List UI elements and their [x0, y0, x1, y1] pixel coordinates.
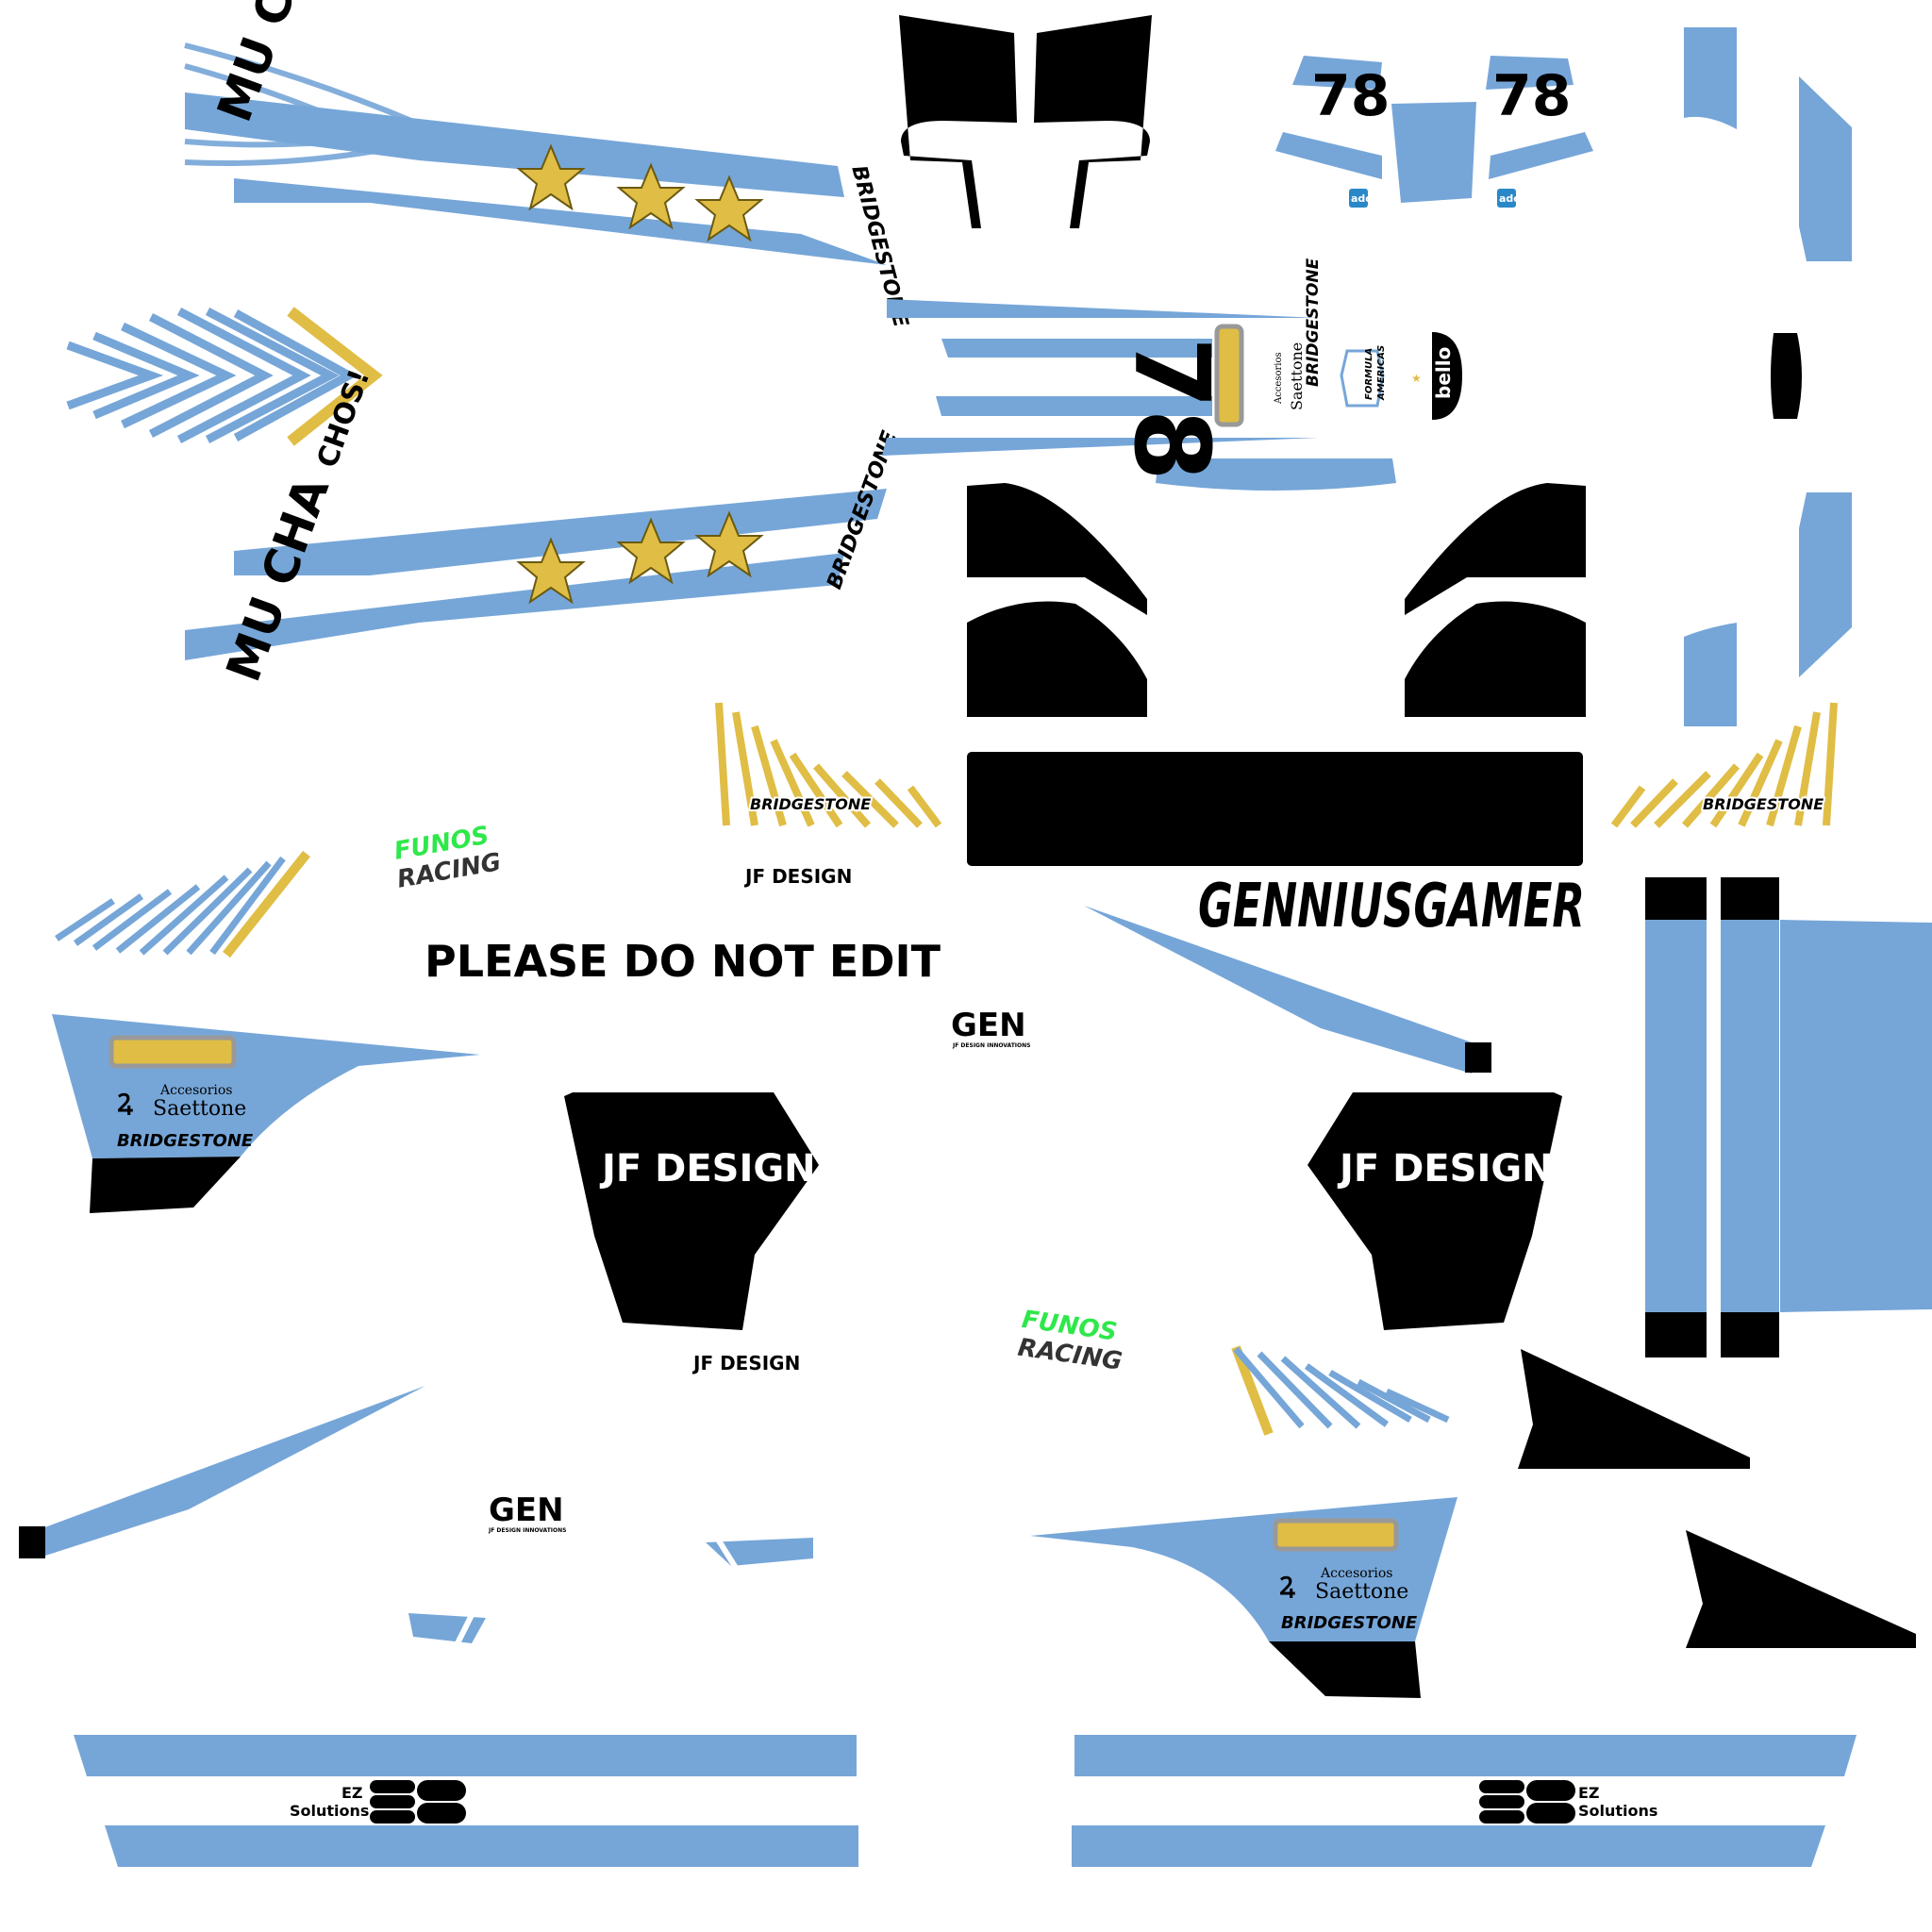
- upper-wing-stripes: MU CHA CHOS! BRIDGESTONE: [184, 0, 912, 330]
- bello-logo: bello: [1432, 347, 1455, 399]
- series-name: FORMULA: [1364, 348, 1374, 400]
- svg-text:Accesorios: Accesorios: [159, 1083, 232, 1098]
- sidepod-left: Ꝝ Accesorios Saettone BRIDGESTONE: [52, 1014, 480, 1213]
- ado-logo: ado: [1351, 192, 1373, 205]
- svg-text:EZ: EZ: [1578, 1784, 1600, 1802]
- ado-logo: ado: [1499, 192, 1521, 205]
- svg-text:GEN: GEN: [951, 1007, 1026, 1044]
- driver-name: GENNIUSGAMER: [1198, 872, 1585, 941]
- saettone-small: Accesorios: [1274, 352, 1284, 405]
- jf-design-panels: JF DESIGN JF DESIGN: [564, 1092, 1562, 1330]
- accent-cuts: [455, 1536, 739, 1645]
- series-name: AMERICAS: [1376, 345, 1387, 401]
- black-floor-panel: [967, 752, 1583, 866]
- diagonal-beams: [19, 906, 1491, 1558]
- black-fin: [1518, 1349, 1750, 1469]
- diagonal-stripes-right: [1231, 1345, 1450, 1436]
- saettone-icon: Ꝝ: [1279, 1573, 1295, 1601]
- right-panels-top: [1684, 27, 1852, 726]
- bridgestone-logo: BRIDGESTONE: [1703, 795, 1824, 813]
- svg-text:GEN: GEN: [489, 1491, 564, 1529]
- bottom-stripes: [74, 1735, 1857, 1867]
- sidepod-right: Ꝝ Accesorios Saettone BRIDGESTONE: [1030, 1497, 1457, 1698]
- gold-plate: [1214, 324, 1244, 427]
- right-vertical-stripes: [1645, 877, 1932, 1357]
- bridgestone-logo: BRIDGESTONE: [750, 795, 871, 813]
- chevron-stripes: [66, 307, 383, 446]
- car-number: 78: [1492, 63, 1572, 129]
- designer-logo: JF DESIGN: [599, 1147, 816, 1191]
- bridgestone-logo: BRIDGESTONE: [1304, 258, 1323, 387]
- svg-text:Solutions: Solutions: [1578, 1802, 1657, 1820]
- formula-americas-badge: [1340, 349, 1385, 408]
- svg-text:Solutions: Solutions: [290, 1802, 369, 1820]
- nose-centre: 78 BRIDGESTONE Accesorios Saettone FORMU…: [882, 258, 1462, 491]
- car-number: 78: [1311, 63, 1391, 129]
- sidepod-black-parts: [967, 483, 1586, 866]
- svg-text:BRIDGESTONE: BRIDGESTONE: [1281, 1613, 1418, 1633]
- saettone-icon: Ꝝ: [117, 1090, 133, 1118]
- ez-solutions-logo: EZ Solutions EZ Solutions: [290, 1780, 1657, 1824]
- car-number: 78: [1111, 337, 1232, 481]
- designer-credit: JF DESIGN: [691, 1352, 800, 1374]
- designer-credit: JF DESIGN: [743, 865, 852, 888]
- svg-text:Accesorios: Accesorios: [1320, 1566, 1392, 1581]
- designer-logo: JF DESIGN: [1337, 1147, 1554, 1191]
- small-blue-accents: [408, 1538, 813, 1643]
- warning-text: PLEASE DO NOT EDIT: [425, 936, 941, 987]
- svg-text:Saettone: Saettone: [153, 1097, 246, 1121]
- svg-text:EZ: EZ: [341, 1784, 363, 1802]
- diagonal-stripes-left: [55, 850, 310, 958]
- front-wing-black-parts: [899, 15, 1152, 228]
- saettone-logo: Saettone: [1288, 342, 1306, 410]
- nose-top-number: 78 78 ado ado: [1275, 56, 1593, 208]
- svg-text:JF DESIGN INNOVATIONS: JF DESIGN INNOVATIONS: [488, 1527, 567, 1534]
- svg-text:JF DESIGN INNOVATIONS: JF DESIGN INNOVATIONS: [952, 1042, 1031, 1049]
- gen-logo: GEN JF DESIGN INNOVATIONS GEN JF DESIGN …: [488, 1007, 1031, 1534]
- stars-icon: ★: [1411, 372, 1422, 385]
- gold-fins: BRIDGESTONE BRIDGESTONE: [714, 698, 1838, 828]
- bello-logo-bg: [1432, 332, 1462, 420]
- svg-text:BRIDGESTONE: BRIDGESTONE: [117, 1131, 254, 1151]
- svg-text:Saettone: Saettone: [1315, 1580, 1408, 1604]
- black-fin: [1686, 1530, 1916, 1648]
